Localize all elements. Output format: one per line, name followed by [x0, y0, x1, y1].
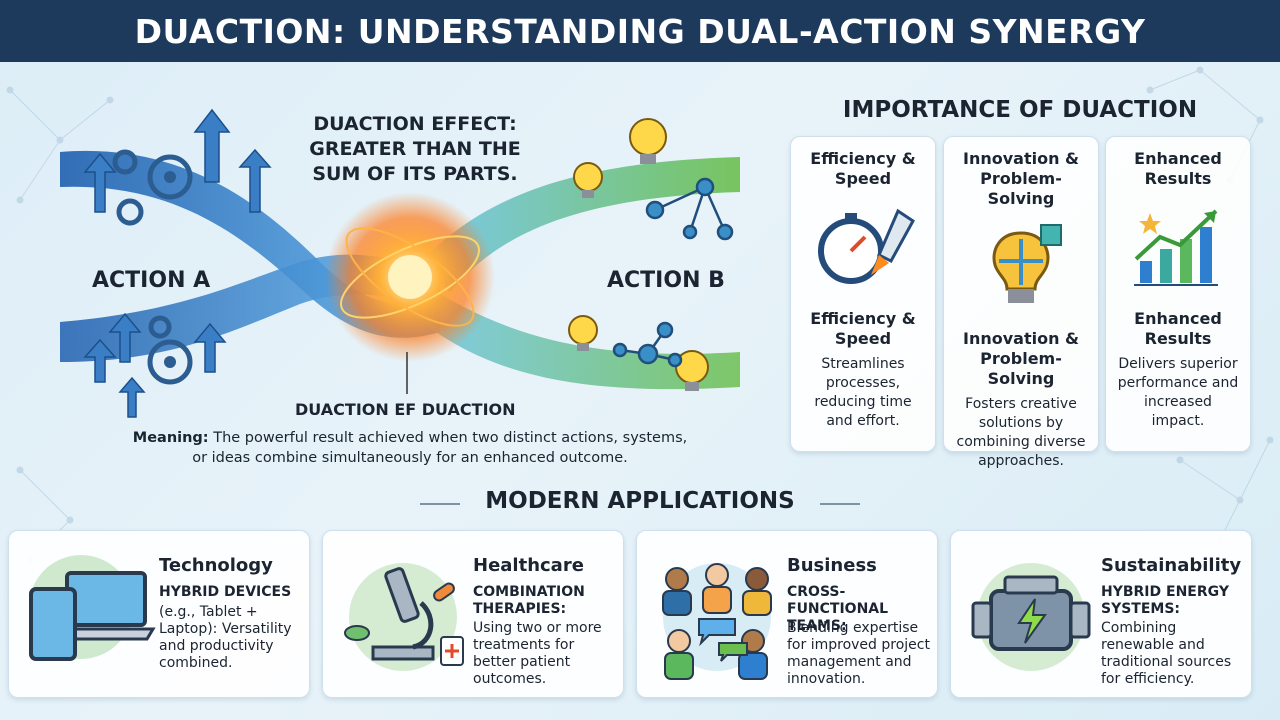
duaction-effect-label: DUACTION EFFECT: GREATER THAN THE SUM OF…	[309, 113, 521, 185]
up-arrows-icon	[83, 108, 272, 418]
card-description: Combining renewable and traditional sour…	[1101, 620, 1232, 687]
importance-card-efficiency: Efficiency & Speed Efficiency & Speed St…	[790, 136, 936, 452]
lightbulb-puzzle-icon	[992, 224, 1062, 303]
card-subtitle: HYBRID DEVICES	[159, 584, 292, 600]
page-title: DUACTION: UNDERSTANDING DUAL-ACTION SYNE…	[134, 11, 1146, 51]
green-stream-bottom	[410, 282, 740, 390]
core-caption: DUACTION EF DUACTION	[295, 400, 516, 419]
card-subheading: Innovation & Problem-Solving	[963, 329, 1079, 388]
card-description: Using two or more treatments for better …	[473, 620, 602, 687]
app-card-business: Business CROSS-FUNCTIONAL TEAMS: Blendin…	[636, 530, 938, 698]
importance-card-results: Enhanced Results Enhanced Results Delive…	[1105, 136, 1251, 452]
synergy-graphic	[60, 108, 740, 418]
card-subtitle: CROSS-FUNCTIONAL TEAMS:	[787, 584, 889, 634]
card-subheading: Efficiency & Speed	[810, 309, 916, 348]
energy-core	[388, 255, 432, 299]
microscope-icon	[344, 563, 464, 671]
lightbulbs-icon	[568, 118, 709, 391]
stopwatch-rocket-icon	[818, 208, 915, 284]
card-description: Delivers superior performance and increa…	[1117, 356, 1239, 429]
card-title: Business	[787, 555, 877, 576]
app-card-healthcare: Healthcare COMBINATION THERAPIES: Using …	[322, 530, 624, 698]
meaning-text: Meaning: The powerful result achieved wh…	[130, 428, 690, 468]
card-subtitle: COMBINATION THERAPIES:	[473, 584, 585, 617]
energy-orbit	[345, 227, 475, 327]
app-card-sustainability: Sustainability HYBRID ENERGY SYSTEMS: Co…	[950, 530, 1252, 698]
meaning-body: The powerful result achieved when two di…	[192, 430, 688, 466]
card-description: Streamlines processes, reducing time and…	[814, 356, 912, 429]
hybrid-engine-icon	[971, 563, 1091, 671]
header-bar: DUACTION: UNDERSTANDING DUAL-ACTION SYNE…	[0, 0, 1280, 62]
gear-centers-icon	[164, 171, 176, 368]
importance-card-innovation: Innovation & Problem-Solving Innovation …	[943, 136, 1099, 469]
green-stream-top	[420, 157, 740, 292]
growth-chart-icon	[1134, 209, 1218, 286]
card-heading: Innovation & Problem-Solving	[963, 149, 1079, 208]
gears-icon	[112, 149, 193, 385]
card-heading: Efficiency & Speed	[810, 149, 916, 188]
network-nodes-icon	[612, 177, 734, 368]
action-b-label: ACTION B	[607, 268, 725, 293]
card-title: Technology	[159, 555, 273, 576]
card-description: (e.g., Tablet + Laptop): Versatility and…	[159, 604, 292, 671]
card-subheading: Enhanced Results	[1134, 309, 1222, 348]
importance-title: IMPORTANCE OF DUACTION	[842, 97, 1198, 123]
action-a-label: ACTION A	[92, 268, 211, 293]
tablet-laptop-icon	[29, 555, 156, 661]
card-subtitle: HYBRID ENERGY SYSTEMS:	[1101, 584, 1229, 617]
app-card-technology: Technology HYBRID DEVICES (e.g., Tablet …	[8, 530, 310, 698]
card-description: Fosters creative solutions by combining …	[956, 396, 1086, 469]
card-description: Blending expertise for improved project …	[787, 620, 930, 687]
meaning-label: Meaning:	[132, 430, 209, 446]
card-title: Sustainability	[1101, 555, 1242, 576]
divider-right	[820, 503, 860, 505]
card-title: Healthcare	[473, 555, 584, 576]
team-icon	[662, 563, 772, 680]
card-heading: Enhanced Results	[1134, 149, 1222, 188]
energy-orbit	[340, 235, 480, 319]
applications-title: MODERN APPLICATIONS	[485, 488, 795, 514]
synergy-diagram: ACTION A ACTION B DUACTION EFFECT: GREAT…	[0, 62, 780, 482]
divider-left	[420, 503, 460, 505]
